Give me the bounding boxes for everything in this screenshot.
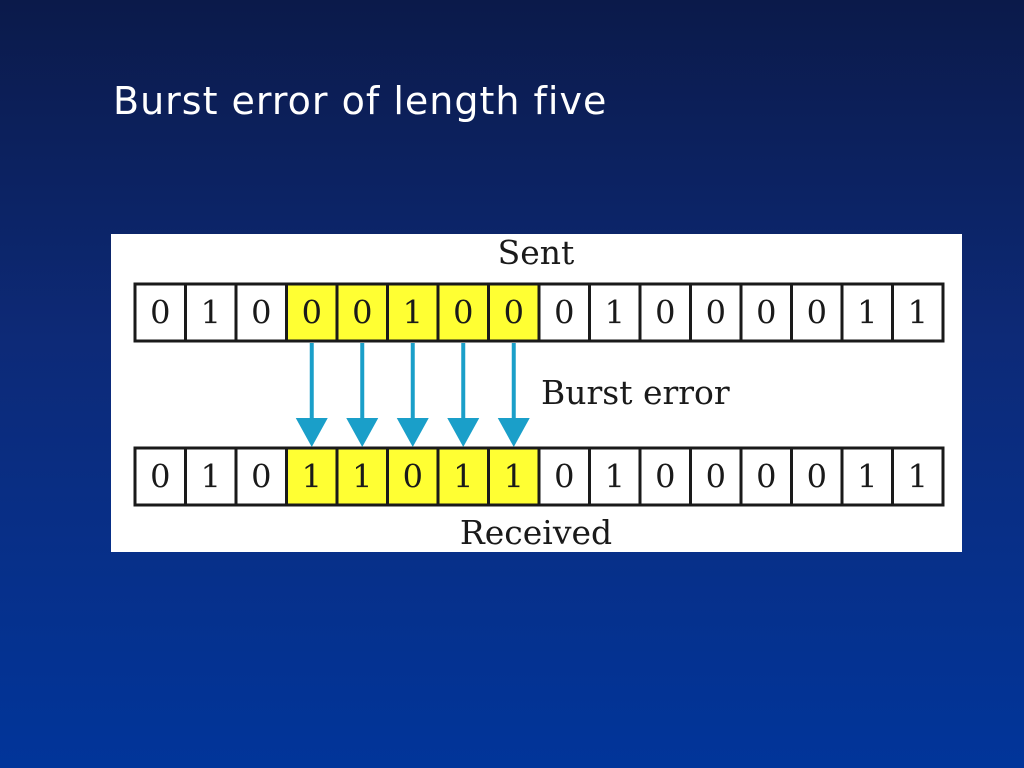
received-bit-value: 1 <box>201 458 221 496</box>
sent-bit-value: 1 <box>857 294 877 332</box>
received-bit-value: 1 <box>453 458 473 496</box>
sent-bit-value: 1 <box>605 294 625 332</box>
sent-bit-cell <box>537 282 591 343</box>
error-arrow-head <box>447 418 480 447</box>
sent-bit-value: 0 <box>504 294 524 332</box>
received-bit-value: 0 <box>150 458 170 496</box>
received-bit-value: 1 <box>908 458 928 496</box>
received-bit-cell <box>638 446 692 507</box>
received-bit-value: 1 <box>857 458 877 496</box>
sent-bit-value: 0 <box>756 294 776 332</box>
sent-bit-cell <box>133 282 187 343</box>
sent-bit-value: 0 <box>150 294 170 332</box>
sent-bit-cell <box>234 282 288 343</box>
received-bit-cell <box>234 446 288 507</box>
sent-bit-value: 1 <box>908 294 928 332</box>
sent-bit-cell <box>588 282 642 343</box>
received-bit-cell <box>891 446 945 507</box>
received-bit-cell <box>840 446 894 507</box>
burst-error-label: Burst error <box>541 373 730 412</box>
sent-bit-cell <box>689 282 743 343</box>
sent-bit-cell <box>184 282 238 343</box>
sent-bit-cell-burst <box>487 282 541 343</box>
error-arrows <box>295 343 530 447</box>
sent-bit-value: 0 <box>453 294 473 332</box>
error-arrow-head <box>295 418 328 447</box>
sent-bit-value: 1 <box>201 294 221 332</box>
received-label: Received <box>460 513 612 552</box>
received-bit-value: 1 <box>605 458 625 496</box>
error-arrow-head <box>396 418 429 447</box>
received-bit-cell-burst <box>285 446 339 507</box>
slide-title: Burst error of length five <box>113 79 608 123</box>
sent-bit-value: 1 <box>403 294 423 332</box>
received-bit-value: 0 <box>251 458 271 496</box>
received-bit-value: 1 <box>352 458 372 496</box>
received-bit-value: 0 <box>756 458 776 496</box>
received-bit-value: 1 <box>504 458 524 496</box>
sent-bit-value: 0 <box>807 294 827 332</box>
received-bit-cell <box>133 446 187 507</box>
received-bit-cell-burst <box>436 446 490 507</box>
sent-bit-value: 0 <box>554 294 574 332</box>
received-bit-value: 1 <box>302 458 322 496</box>
received-bit-cell <box>689 446 743 507</box>
sent-label: Sent <box>498 234 575 272</box>
sent-bit-value: 0 <box>706 294 726 332</box>
received-bit-cell-burst <box>335 446 389 507</box>
error-arrow-head <box>497 418 530 447</box>
received-bit-value: 0 <box>655 458 675 496</box>
error-arrow-head <box>346 418 379 447</box>
received-bit-cell <box>537 446 591 507</box>
received-bit-value: 0 <box>807 458 827 496</box>
sent-bit-value: 0 <box>302 294 322 332</box>
received-bit-value: 0 <box>403 458 423 496</box>
received-bit-value: 0 <box>554 458 574 496</box>
sent-bit-value: 0 <box>251 294 271 332</box>
sent-bit-value: 0 <box>352 294 372 332</box>
received-bit-value: 0 <box>706 458 726 496</box>
sent-bit-cell-burst <box>436 282 490 343</box>
sent-bit-cell <box>891 282 945 343</box>
sent-bit-cell-burst <box>335 282 389 343</box>
sent-bit-value: 0 <box>655 294 675 332</box>
